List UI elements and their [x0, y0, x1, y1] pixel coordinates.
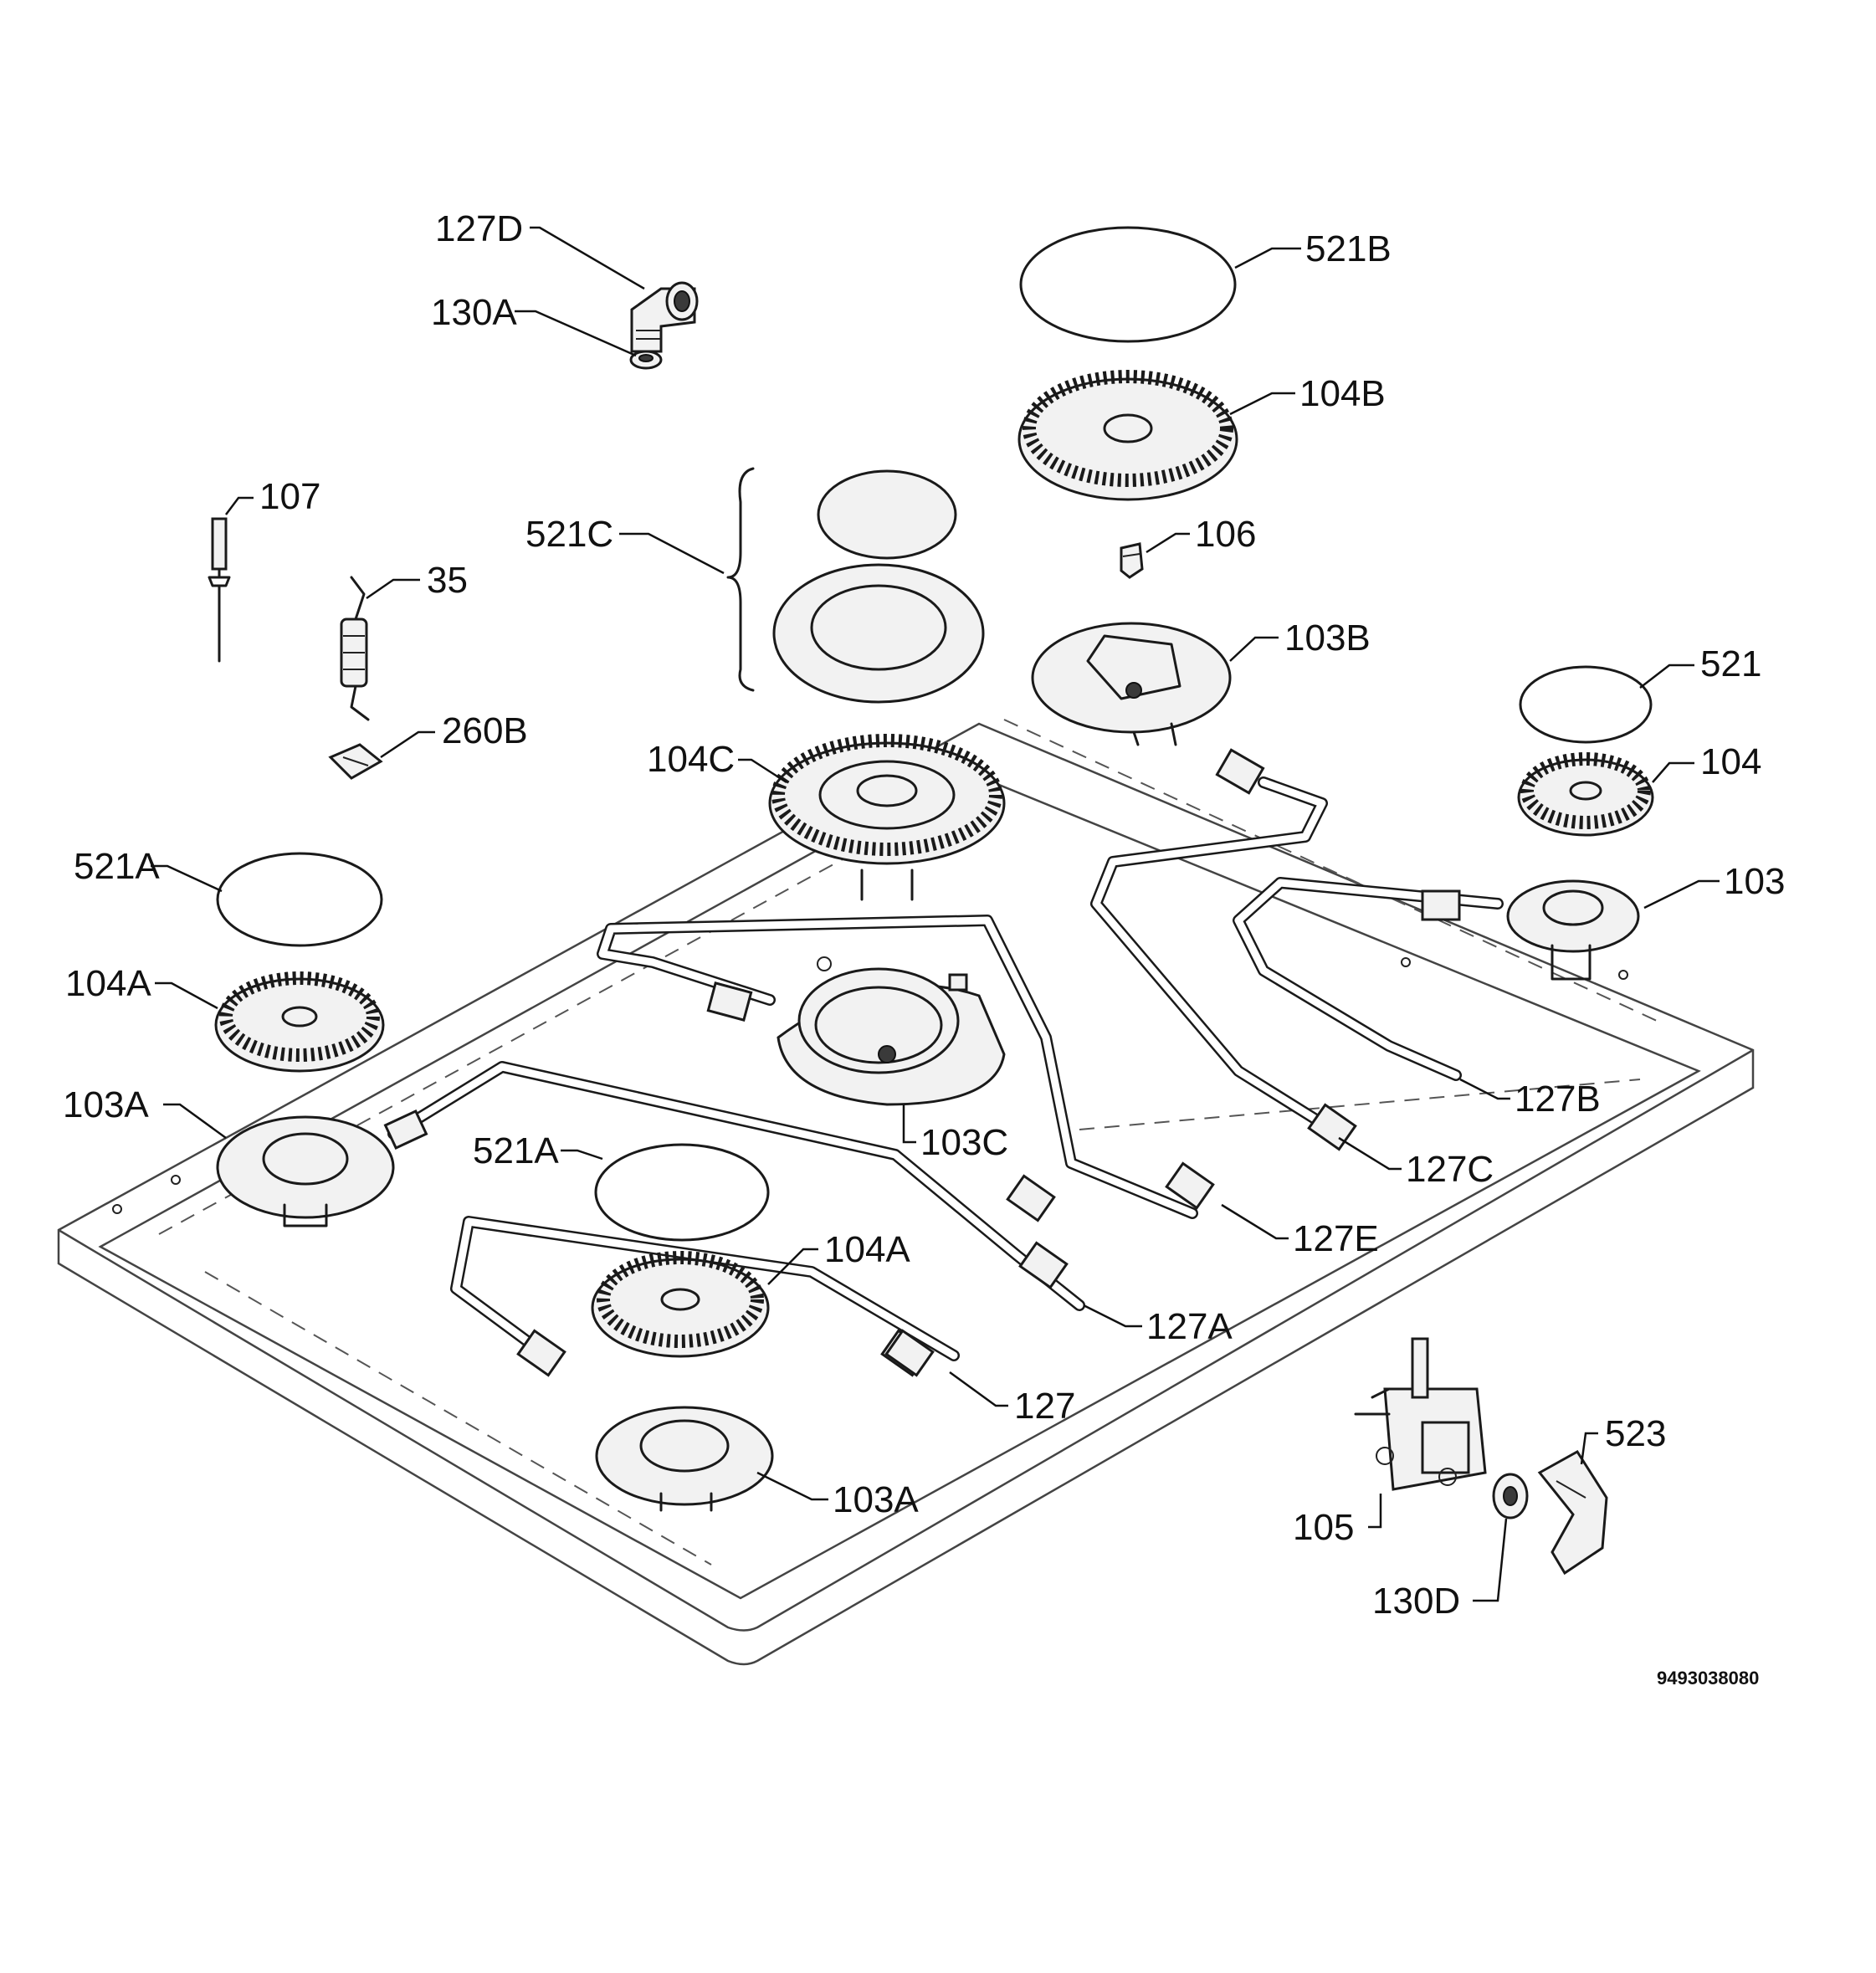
- burner-ring-104a-middle: [591, 1251, 770, 1358]
- burner-base-103a-left: [216, 1115, 395, 1227]
- label-104: 104: [1700, 741, 1761, 782]
- burner-base-103b: [1031, 622, 1232, 746]
- clip-260b: [328, 743, 383, 780]
- label-105: 105: [1293, 1507, 1354, 1548]
- label-107: 107: [259, 476, 320, 517]
- label-103: 103: [1724, 861, 1785, 902]
- label-521c: 521C: [525, 514, 613, 555]
- washer-130a: [629, 350, 663, 370]
- burner-base-103: [1506, 879, 1640, 981]
- label-523: 523: [1605, 1413, 1666, 1454]
- burner-ring-104b: [1017, 370, 1238, 501]
- burner-ring-104: [1517, 752, 1654, 837]
- elbow-fitting-127d: [630, 281, 699, 353]
- label-104b: 104B: [1299, 373, 1386, 414]
- cap-set-521c: [726, 467, 985, 704]
- label-103a-bottom: 103A: [833, 1479, 919, 1520]
- label-127c: 127C: [1406, 1149, 1494, 1190]
- cap-521a-middle: [594, 1143, 770, 1242]
- cap-521: [1519, 665, 1653, 744]
- label-127b: 127B: [1515, 1079, 1601, 1120]
- label-521: 521: [1700, 643, 1761, 684]
- label-127d: 127D: [435, 208, 523, 249]
- document-number: 9493038080: [1657, 1668, 1759, 1689]
- label-130d: 130D: [1372, 1581, 1460, 1622]
- part-labels: 127D 130A 521B 104B 107 35 521C 106 103B…: [63, 208, 1785, 1689]
- burner-ring-104c: [768, 734, 1006, 901]
- label-521a-left: 521A: [74, 846, 160, 887]
- label-127: 127: [1014, 1386, 1075, 1427]
- cap-521b: [1019, 226, 1237, 343]
- label-103a-left: 103A: [63, 1084, 149, 1125]
- label-521b: 521B: [1305, 228, 1392, 269]
- label-104a-middle: 104A: [824, 1229, 910, 1270]
- bracket-523: [1537, 1450, 1608, 1576]
- leader-lines: [151, 226, 1720, 1602]
- label-104c: 104C: [647, 739, 735, 780]
- label-127e: 127E: [1293, 1218, 1379, 1259]
- thermocouple-107: [208, 517, 231, 663]
- spark-electrode-35: [340, 576, 370, 721]
- label-260b: 260B: [442, 710, 528, 751]
- cap-521a-left: [216, 852, 383, 947]
- label-103b: 103B: [1284, 618, 1371, 659]
- label-104a-left: 104A: [65, 963, 151, 1004]
- injector-106: [1120, 542, 1144, 579]
- label-521a-middle: 521A: [473, 1130, 559, 1171]
- washer-130d: [1492, 1473, 1529, 1519]
- gas-valve-105: [1354, 1337, 1487, 1491]
- gas-tubes: [383, 748, 1504, 1377]
- label-130a-top: 130A: [431, 292, 517, 333]
- label-35: 35: [427, 560, 468, 601]
- label-106: 106: [1195, 514, 1256, 555]
- burner-ring-104a-left: [214, 971, 385, 1073]
- label-103c: 103C: [920, 1122, 1008, 1163]
- burner-base-103a-bottom: [595, 1406, 774, 1512]
- burner-base-103c: [777, 956, 1006, 1106]
- label-127a: 127A: [1146, 1306, 1233, 1347]
- tube-fittings: [383, 748, 1461, 1377]
